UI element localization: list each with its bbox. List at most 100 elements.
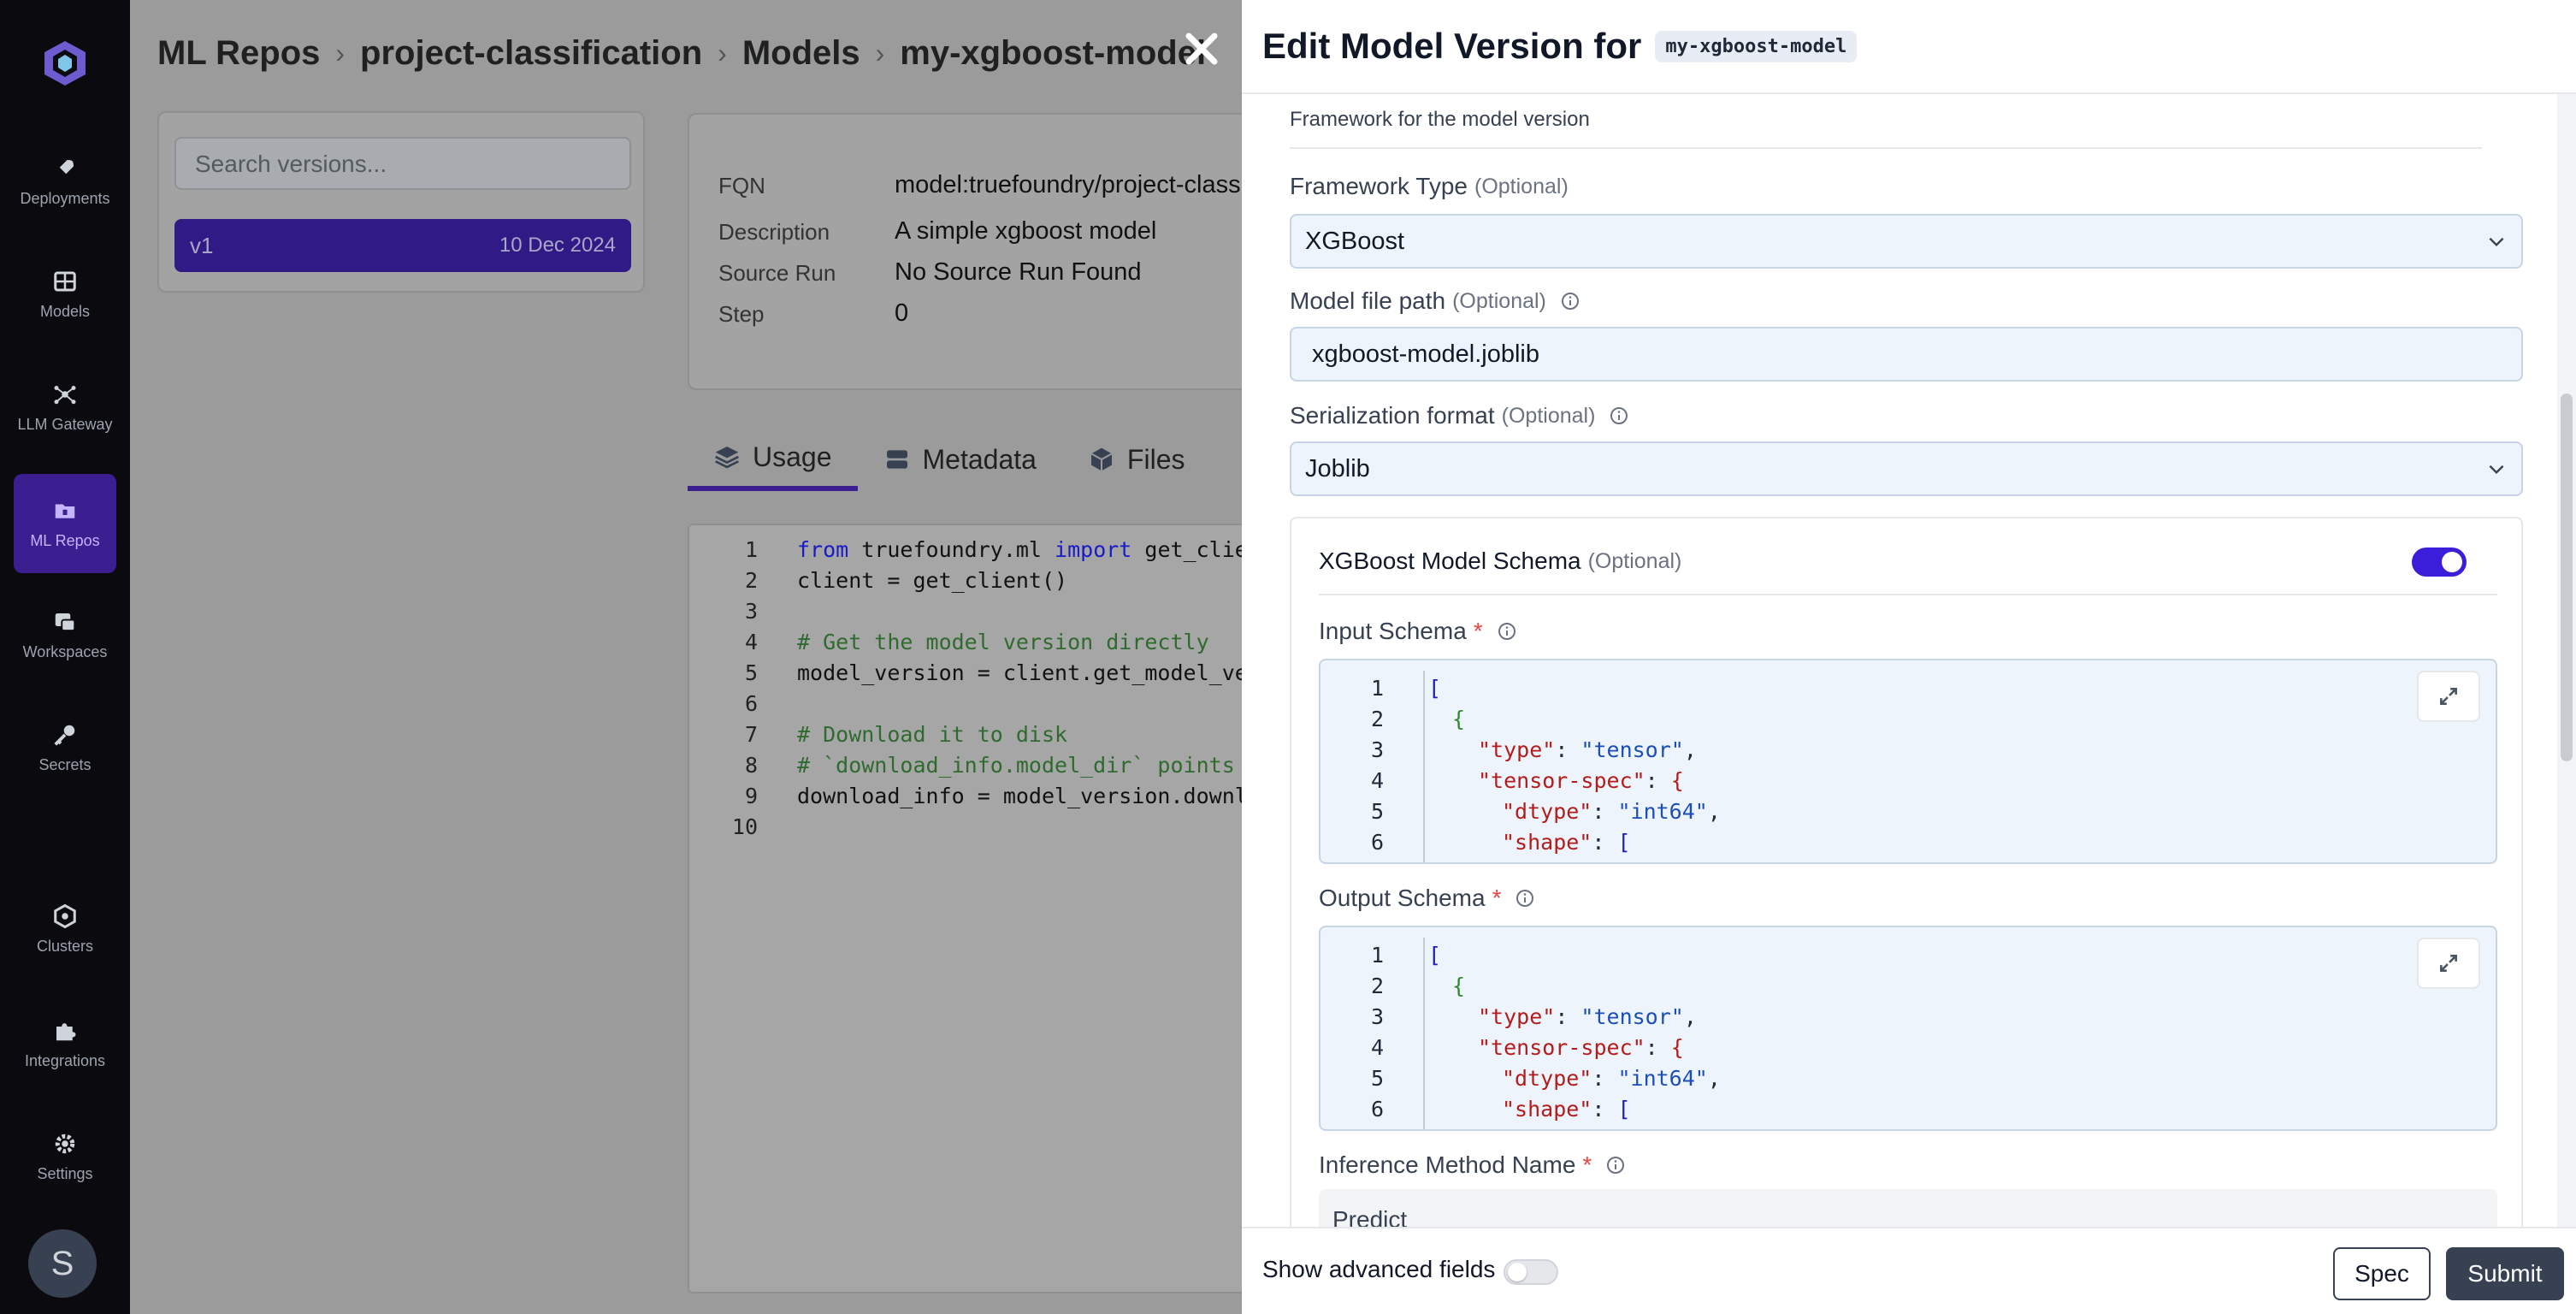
- info-icon[interactable]: [1560, 291, 1580, 311]
- line-number: 5: [1370, 1066, 1384, 1091]
- schema-toggle[interactable]: [2412, 548, 2467, 577]
- spec-button[interactable]: Spec: [2333, 1247, 2431, 1300]
- truefoundry-logo-icon[interactable]: [39, 38, 91, 89]
- puzzle-icon: [56, 1022, 76, 1040]
- info-icon[interactable]: [1497, 621, 1517, 642]
- nav-label: ML Repos: [30, 531, 100, 549]
- scrollbar-thumb[interactable]: [2561, 394, 2573, 761]
- toggle-knob: [2442, 552, 2462, 572]
- line-number: 1: [744, 537, 758, 562]
- expand-icon: [2440, 955, 2457, 972]
- nav-item-deployments[interactable]: Deployments: [14, 132, 116, 231]
- chevron-down-icon: [2489, 465, 2504, 475]
- show-advanced-toggle[interactable]: [1504, 1259, 1558, 1285]
- table-icon: [54, 271, 76, 291]
- line-number: 6: [1370, 830, 1384, 855]
- nav-label: Workspaces: [22, 642, 108, 660]
- drawer-scrollbar[interactable]: [2557, 94, 2576, 1227]
- serialization-format-select[interactable]: Joblib: [1290, 441, 2523, 496]
- code-line: model_version = client.get_model_vers: [797, 660, 1242, 685]
- code-line: download_info = model_version.downloa: [797, 784, 1242, 808]
- nav-label: Settings: [37, 1164, 93, 1182]
- output-schema-editor[interactable]: 1 2 3 4 5 6 [ { "type": "tensor", "tenso…: [1319, 926, 2497, 1131]
- version-item[interactable]: v1 10 Dec 2024: [174, 219, 631, 272]
- key-icon: [54, 725, 75, 746]
- code-line: # `download_info.model_dir` points to: [797, 753, 1242, 778]
- line-number: 4: [1370, 1035, 1384, 1060]
- user-avatar[interactable]: S: [28, 1229, 97, 1298]
- line-number: 7: [744, 722, 758, 747]
- gear-icon: [55, 1133, 75, 1153]
- tab-label: Usage: [753, 441, 832, 472]
- expand-editor-button[interactable]: [2417, 938, 2480, 989]
- input-schema-editor[interactable]: 1 2 3 4 5 6 [ { "type": "tensor", "tenso…: [1319, 659, 2497, 864]
- nav-item-integrations[interactable]: Integrations: [14, 994, 116, 1093]
- nav-label: Models: [39, 302, 91, 320]
- line-number: 6: [744, 691, 758, 716]
- nav-label: Integrations: [24, 1051, 106, 1069]
- line-number: 9: [744, 784, 758, 808]
- cluster-icon: [54, 903, 76, 928]
- code-line: {: [1452, 707, 1466, 731]
- close-icon[interactable]: [1182, 29, 1221, 68]
- model-file-path-label: Model file path(Optional): [1290, 287, 1580, 315]
- tab-files[interactable]: Files: [1062, 428, 1211, 491]
- inference-method-select[interactable]: Predict: [1319, 1189, 2497, 1227]
- nav-label: LLM Gateway: [17, 415, 113, 433]
- line-number: 4: [744, 630, 758, 654]
- nav-item-ml-repos[interactable]: ML Repos: [14, 474, 116, 573]
- submit-button[interactable]: Submit: [2446, 1247, 2564, 1300]
- nav-item-secrets[interactable]: Secrets: [14, 698, 116, 797]
- serialization-format-label: Serialization format(Optional): [1290, 402, 1629, 429]
- nav-item-models[interactable]: Models: [14, 245, 116, 344]
- code-line: "tensor-spec": {: [1478, 768, 1684, 793]
- tab-metadata[interactable]: Metadata: [858, 428, 1062, 491]
- model-schema-section: XGBoost Model Schema(Optional) Input Sch…: [1290, 517, 2523, 1227]
- breadcrumb-item[interactable]: ML Repos: [157, 34, 321, 72]
- line-number: 1: [1370, 943, 1384, 968]
- version-date: 10 Dec 2024: [499, 234, 616, 257]
- search-versions-input[interactable]: Search versions...: [174, 137, 631, 190]
- code-line: "dtype": "int64",: [1502, 799, 1721, 824]
- line-number: 3: [1370, 1004, 1384, 1029]
- code-line: "dtype": "int64",: [1502, 1066, 1721, 1091]
- line-number: 1: [1370, 676, 1384, 701]
- line-number: 10: [731, 814, 758, 839]
- framework-type-select[interactable]: XGBoost: [1290, 214, 2523, 269]
- output-schema-label: Output Schema*: [1319, 885, 1535, 912]
- breadcrumb-item[interactable]: project-classification: [360, 34, 703, 72]
- info-icon[interactable]: [1605, 1155, 1626, 1175]
- code-line: [: [1428, 676, 1442, 701]
- breadcrumb: ML Repos › project-classification › Mode…: [157, 34, 1206, 73]
- nav-item-clusters[interactable]: Clusters: [14, 879, 116, 979]
- version-label: v1: [190, 232, 214, 258]
- workspaces-icon: [55, 613, 76, 631]
- folder-icon: [55, 504, 75, 518]
- nav-label: Clusters: [36, 937, 93, 955]
- line-number: 8: [744, 753, 758, 778]
- code-line: "type": "tensor",: [1478, 737, 1697, 762]
- rocket-icon: [56, 159, 74, 177]
- indent-guide: [1423, 938, 1425, 1129]
- nav-item-settings[interactable]: Settings: [14, 1107, 116, 1206]
- tab-label: Files: [1126, 443, 1185, 475]
- line-number: 3: [744, 599, 758, 624]
- server-icon: [886, 450, 907, 469]
- expand-editor-button[interactable]: [2417, 671, 2480, 722]
- nav-item-workspaces[interactable]: Workspaces: [14, 585, 116, 684]
- code-line: from truefoundry.ml import get_client: [797, 537, 1242, 562]
- left-nav-rail: Deployments Models LLM Gateway ML Repos …: [0, 0, 130, 1314]
- model-file-path-input[interactable]: xgboost-model.joblib: [1290, 327, 2523, 382]
- divider: [1319, 594, 2497, 595]
- nav-item-llm-gateway[interactable]: LLM Gateway: [14, 358, 116, 457]
- info-icon[interactable]: [1515, 888, 1535, 909]
- tab-usage[interactable]: Usage: [688, 428, 858, 491]
- info-icon[interactable]: [1609, 405, 1629, 426]
- breadcrumb-item[interactable]: Models: [741, 34, 860, 72]
- chevron-right-icon: ›: [718, 38, 727, 68]
- breadcrumb-item: my-xgboost-model: [900, 34, 1207, 72]
- line-number: 5: [1370, 799, 1384, 824]
- indent-guide: [1423, 671, 1425, 862]
